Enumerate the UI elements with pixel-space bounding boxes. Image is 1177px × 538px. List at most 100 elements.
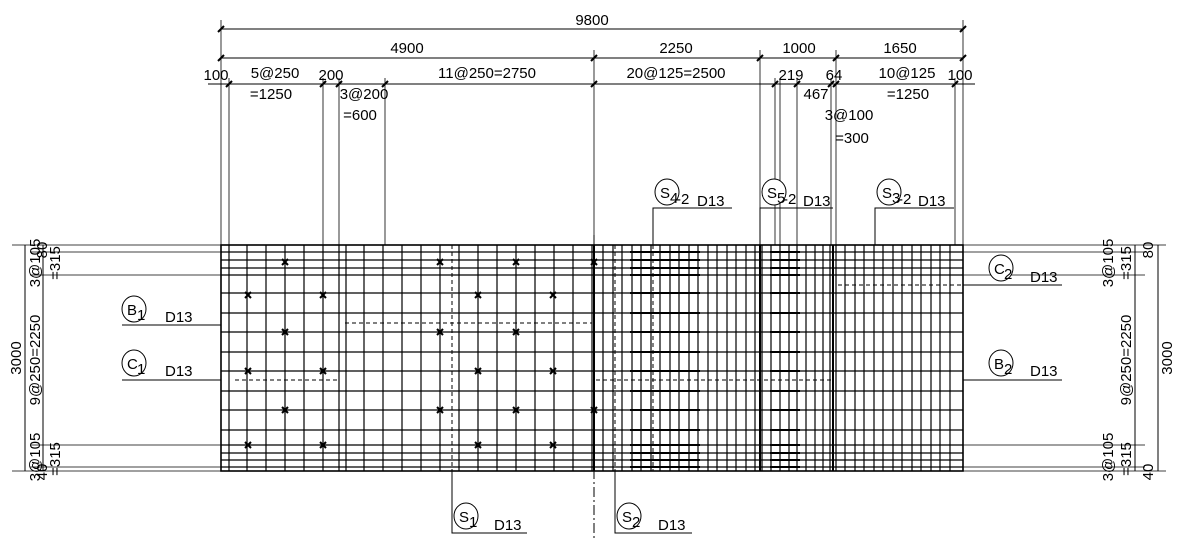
bar-mark-sub: 2 xyxy=(1004,266,1012,283)
dim-20at125: 20@125=2500 xyxy=(626,65,725,82)
chair-mark xyxy=(549,367,557,375)
bar-mark-c1: C 1 D13 xyxy=(121,349,221,381)
bar-mark-s3: S 3 -2 D13 xyxy=(874,178,954,245)
dim-300: =300 xyxy=(835,130,869,147)
dim-left-80: 80 xyxy=(34,242,51,259)
chair-mark xyxy=(474,291,482,299)
bar-mark-sub: 4 xyxy=(670,190,678,207)
bar-mark-circle xyxy=(988,349,1014,377)
dim-seg-3-label: 1000 xyxy=(782,40,815,57)
bar-mark-suffix: -2 xyxy=(676,191,689,208)
dim-right-3000: 3000 xyxy=(1159,341,1176,374)
bar-mark-letter: S xyxy=(767,185,777,202)
bar-size-label: D13 xyxy=(165,309,193,326)
chair-mark xyxy=(281,406,289,414)
bar-size-label: D13 xyxy=(697,193,725,210)
dim-467: 467 xyxy=(803,86,828,103)
dim-right-3at105-bottom: 3@105 xyxy=(1100,433,1117,482)
dim-left-3000: 3000 xyxy=(8,341,25,374)
bar-size-label: D13 xyxy=(803,193,831,210)
bar-mark-s4: S 4 -2 D13 xyxy=(652,178,732,245)
bar-size-label: D13 xyxy=(1030,269,1058,286)
bar-size-label: D13 xyxy=(165,363,193,380)
bar-mark-circle xyxy=(876,178,902,206)
chair-mark xyxy=(474,441,482,449)
chair-mark xyxy=(436,258,444,266)
chair-mark xyxy=(281,258,289,266)
bar-mark-sub: 1 xyxy=(137,361,145,378)
dim-64: 64 xyxy=(826,67,843,84)
dashed-bars xyxy=(235,245,963,471)
extension-lines-top xyxy=(220,20,964,245)
bar-mark-circle xyxy=(121,295,147,323)
bar-mark-circle xyxy=(616,502,642,530)
dim-1250-left: =1250 xyxy=(250,86,292,103)
dim-right-315-bottom: =315 xyxy=(1118,442,1135,476)
bar-mark-letter: S xyxy=(459,509,469,526)
dim-right-80: 80 xyxy=(1140,242,1157,259)
dim-200: 200 xyxy=(318,67,343,84)
bar-mark-sub: 1 xyxy=(469,514,477,531)
dim-5at250: 5@250 xyxy=(251,65,300,82)
dim-3at200: 3@200 xyxy=(340,86,389,103)
dim-left-3at105-top: 3@105 xyxy=(27,239,44,288)
bar-mark-sub: 2 xyxy=(1004,361,1012,378)
dim-left-3at105-bottom: 3@105 xyxy=(27,433,44,482)
chair-mark xyxy=(436,406,444,414)
bar-mark-sub: 2 xyxy=(632,514,640,531)
bar-mark-circle xyxy=(761,178,787,206)
dim-right-9at250: 9@250=2250 xyxy=(1118,315,1135,406)
bar-mark-s2: S 2 D13 xyxy=(614,471,692,534)
dim-seg-1-label: 4900 xyxy=(390,40,423,57)
right-dimension-chain: 3@105 =315 80 9@250=2250 3000 3@105 =315… xyxy=(963,239,1176,482)
dim-left-9at250: 9@250=2250 xyxy=(27,315,44,406)
bar-size-label: D13 xyxy=(1030,363,1058,380)
top-dimension-chain: 9800 4900 2250 1000 1650 100 5@250 =1250… xyxy=(203,12,975,245)
dim-11at250: 11@250=2750 xyxy=(438,65,536,82)
bar-mark-circle xyxy=(988,254,1014,282)
dim-100-right: 100 xyxy=(947,67,972,84)
bar-mark-suffix: -2 xyxy=(898,191,911,208)
bar-mark-s1: S 1 D13 xyxy=(451,471,527,534)
bar-mark-letter: B xyxy=(127,302,137,319)
dim-600: =600 xyxy=(343,107,377,124)
dim-seg-2-label: 2250 xyxy=(659,40,692,57)
dim-3at100: 3@100 xyxy=(825,107,874,124)
bar-size-label: D13 xyxy=(494,517,522,534)
chair-mark xyxy=(244,291,252,299)
bar-mark-circle xyxy=(121,349,147,377)
chair-mark xyxy=(549,291,557,299)
bar-mark-c2: C 2 D13 xyxy=(963,254,1062,286)
dim-right-3at105-top: 3@105 xyxy=(1100,239,1117,288)
dim-1250-right: =1250 xyxy=(887,86,929,103)
bar-mark-sub: 5 xyxy=(777,190,785,207)
dim-right-315-top: =315 xyxy=(1118,246,1135,280)
bar-mark-suffix: -2 xyxy=(783,191,796,208)
dim-overall-label: 9800 xyxy=(575,12,608,29)
chair-mark xyxy=(244,367,252,375)
chair-mark xyxy=(281,328,289,336)
bar-mark-letter: C xyxy=(127,356,138,373)
chair-mark xyxy=(512,406,520,414)
left-dimension-chain: 3000 9@250=2250 80 3@105 =315 3@105 =315… xyxy=(8,239,221,482)
dim-right-40: 40 xyxy=(1140,464,1157,481)
chair-mark xyxy=(319,291,327,299)
bar-chairs xyxy=(244,258,598,449)
vertical-bars xyxy=(228,245,951,471)
dim-10at125: 10@125 xyxy=(879,65,936,82)
dim-seg-4-label: 1650 xyxy=(883,40,916,57)
dim-100-left: 100 xyxy=(203,67,228,84)
bar-size-label: D13 xyxy=(658,517,686,534)
bar-mark-letter: S xyxy=(882,185,892,202)
dim-left-315-bottom: =315 xyxy=(47,442,64,476)
bar-mark-b1: B 1 D13 xyxy=(121,295,221,326)
dim-left-315-top: =315 xyxy=(47,246,64,280)
bar-mark-sub: 1 xyxy=(137,307,145,324)
bar-mark-b2: B 2 D13 xyxy=(963,349,1062,381)
chair-mark xyxy=(549,441,557,449)
bar-mark-s5: S 5 -2 D13 xyxy=(759,178,833,245)
chair-mark xyxy=(319,367,327,375)
bar-mark-letter: B xyxy=(994,356,1004,373)
chair-mark xyxy=(512,328,520,336)
